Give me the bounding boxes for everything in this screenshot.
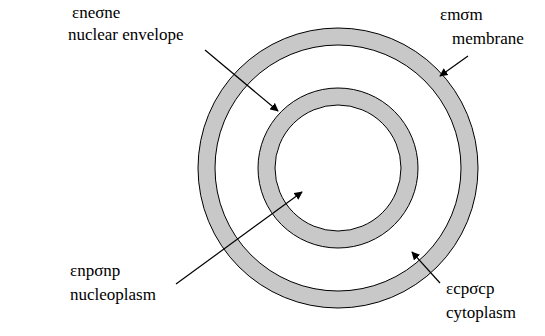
leader-arrow: [205, 50, 278, 111]
property-symbol: εmσm: [440, 6, 483, 25]
membrane-outline: [198, 28, 478, 308]
part-name: membrane: [452, 30, 524, 49]
envelope-outline: [258, 88, 418, 248]
leader-arrow: [412, 252, 440, 283]
part-name: cytoplasm: [446, 304, 516, 323]
envelope-ring: [267, 97, 410, 240]
leader-arrow: [440, 56, 468, 76]
membrane-ring: [207, 37, 470, 300]
membrane-outline: [215, 45, 461, 291]
property-symbol: εneσne: [72, 4, 120, 23]
part-name: nuclear envelope: [68, 26, 184, 45]
leader-arrow: [176, 192, 302, 284]
property-symbol: εcpσcp: [446, 280, 494, 299]
envelope-outline: [275, 105, 401, 231]
part-name: nucleoplasm: [70, 286, 156, 305]
property-symbol: εnpσnp: [70, 262, 120, 281]
